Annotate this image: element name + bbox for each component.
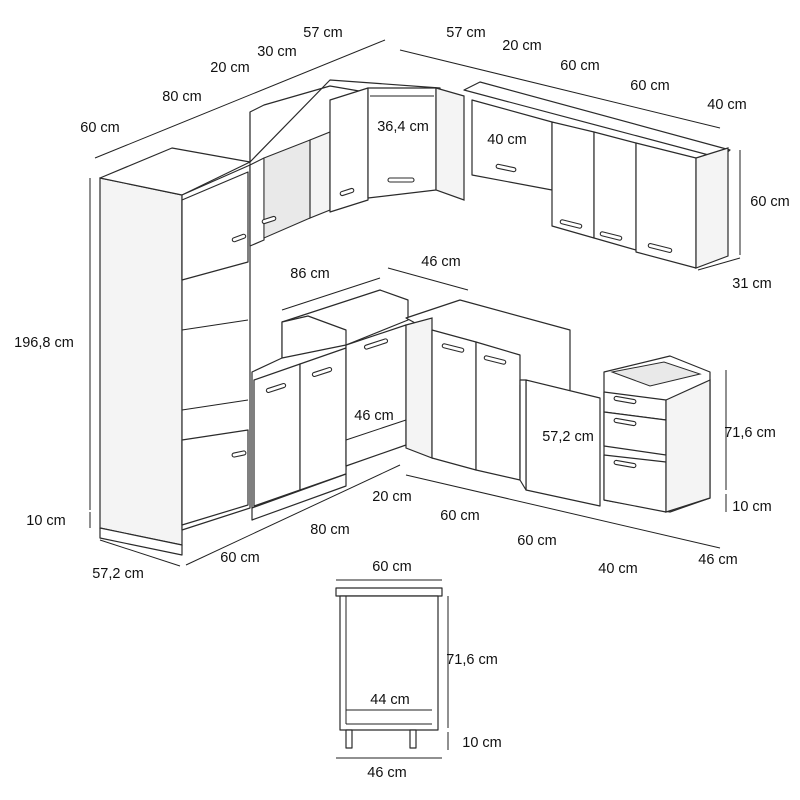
handle-icon [231,233,247,243]
tall-cabinet [99,147,251,556]
label-upper-57-left: 57 cm [303,25,343,41]
handle-icon [559,219,583,229]
label-detail-width: 60 cm [372,559,412,575]
handle-icon [261,215,277,225]
label-base-60-b: 60 cm [517,533,557,549]
label-base-height: 71,6 cm [724,425,776,441]
label-detail-inner: 44 cm [370,692,410,708]
label-upper-60-b: 60 cm [630,78,670,94]
handle-icon [441,343,465,353]
label-detail-height: 71,6 cm [446,652,498,668]
label-dishwasher-57: 57,2 cm [542,429,594,445]
handle-icon [363,338,389,350]
handle-icon [231,450,247,458]
upper-cabinets-right [463,81,731,269]
label-plinth-left: 10 cm [26,513,66,529]
label-upper-40: 40 cm [707,97,747,113]
label-upper-height: 60 cm [750,194,790,210]
handle-icon [339,187,355,197]
label-upper-60-a: 60 cm [560,58,600,74]
handle-icon [387,177,415,183]
label-detail-plinth: 10 cm [462,735,502,751]
label-upper-tall-depth: 60 cm [80,120,120,136]
handle-icon [613,417,637,427]
label-tall-depth: 57,2 cm [92,566,144,582]
label-plinth-right: 10 cm [732,499,772,515]
base-cabinets-left [251,289,409,521]
label-upper-inner-40: 40 cm [487,132,527,148]
dimension-labels: 60 cm 80 cm 20 cm 30 cm 57 cm 57 cm 20 c… [14,25,790,781]
label-upper-57-right: 57 cm [446,25,486,41]
label-upper-80: 80 cm [162,89,202,105]
handle-icon [265,382,287,394]
handle-icon [613,459,637,469]
label-base-60-a: 60 cm [440,508,480,524]
label-base-20: 20 cm [372,489,412,505]
handle-icon [483,355,507,365]
handle-icon [311,366,333,378]
label-upper-depth: 31 cm [732,276,772,292]
label-detail-depth: 46 cm [367,765,407,781]
label-upper-30: 30 cm [257,44,297,60]
handle-icon [613,395,637,405]
upper-cabinets-left [249,79,441,247]
label-base-46-right: 46 cm [698,552,738,568]
handle-icon [599,231,623,241]
base-cabinets-right [405,299,711,513]
label-base-46-inner: 46 cm [354,408,394,424]
label-base-46-top: 46 cm [421,254,461,270]
label-base-40: 40 cm [598,561,638,577]
detail-base-cabinet [335,587,443,749]
handle-icon [495,163,517,173]
label-upper-20-right: 20 cm [502,38,542,54]
handle-icon [647,243,673,253]
dimension-lines [89,39,741,759]
label-upper-20-left: 20 cm [210,60,250,76]
label-base-60-tall: 60 cm [220,550,260,566]
label-base-86: 86 cm [290,266,330,282]
upper-corner-cabinet [367,87,465,201]
label-base-80: 80 cm [310,522,350,538]
label-corner-width: 36,4 cm [377,119,429,135]
label-tall-height: 196,8 cm [14,335,74,351]
